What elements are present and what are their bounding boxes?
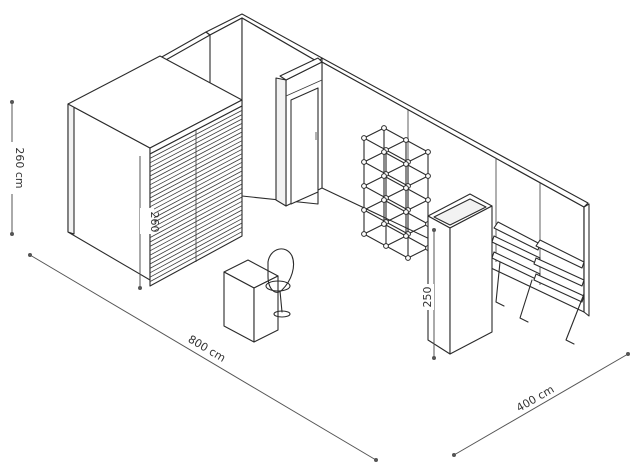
- dimension-depth: 400 cm: [452, 352, 630, 457]
- slat-wall-height-label: 260: [148, 212, 161, 233]
- wall-shelves: [491, 221, 585, 345]
- cube-joint: [425, 149, 431, 155]
- cube-joint: [361, 159, 367, 165]
- dimension-slat-height: 260: [138, 156, 161, 290]
- dimension-width: 800 cm: [28, 253, 378, 462]
- cube-edge: [363, 127, 385, 139]
- cube-joint: [381, 149, 387, 155]
- storage-room: [275, 57, 323, 207]
- cube-edge: [385, 163, 407, 175]
- cube-edge: [407, 175, 429, 187]
- cube-joint: [403, 161, 409, 167]
- chair: [265, 248, 295, 318]
- wall-height-label: 260 cm: [13, 147, 26, 188]
- cube-edge: [363, 199, 385, 211]
- cube-joint: [425, 197, 431, 203]
- cube-edge: [385, 139, 407, 151]
- cube-edge: [363, 223, 385, 235]
- cube-joint: [381, 221, 387, 227]
- cube-edge: [385, 235, 407, 247]
- cube-joint: [425, 173, 431, 179]
- reception-counter: [223, 259, 279, 343]
- dimension-height: 260 cm: [4, 100, 26, 236]
- cube-joint: [383, 243, 389, 249]
- cube-joint: [361, 231, 367, 237]
- cube-edge: [407, 223, 429, 235]
- cube-joint: [361, 135, 367, 141]
- display-tower: [427, 193, 493, 355]
- cube-edge: [407, 247, 429, 259]
- cube-joint: [381, 197, 387, 203]
- cube-edge: [363, 151, 385, 163]
- cube-joint: [403, 137, 409, 143]
- tower-height-label: 250: [421, 287, 434, 308]
- cube-edge: [363, 175, 385, 187]
- cube-joint: [403, 209, 409, 215]
- cube-edge: [407, 151, 429, 163]
- cube-joint: [361, 183, 367, 189]
- cube-edge: [385, 187, 407, 199]
- cube-joint: [405, 255, 411, 261]
- cube-edge: [407, 199, 429, 211]
- cube-joint: [403, 185, 409, 191]
- cube-joint: [381, 173, 387, 179]
- slat-wall-unit: [67, 55, 243, 287]
- cube-edge: [385, 211, 407, 223]
- cube-joint: [361, 207, 367, 213]
- dimension-tower-height: 250: [420, 228, 436, 360]
- cube-joint: [403, 233, 409, 239]
- cube-joint: [381, 125, 387, 131]
